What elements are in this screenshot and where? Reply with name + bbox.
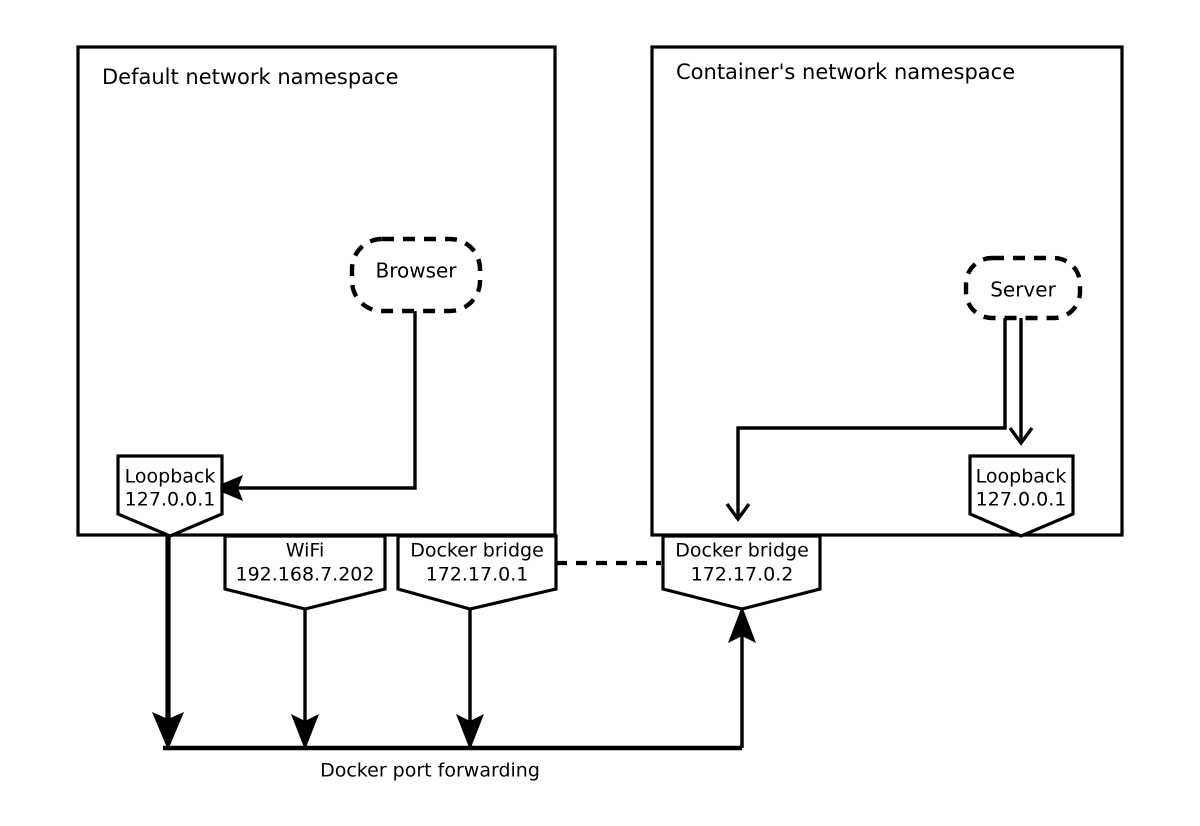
loopback-container-address: 127.0.0.1 (976, 489, 1067, 511)
docker-bridge-host-label: Docker bridge (410, 540, 544, 562)
node-docker-bridge-container[interactable]: Docker bridge 172.17.0.2 (661, 534, 822, 611)
connection-server-to-docker-bridge (725, 316, 1007, 522)
container-namespace-title: Container's network namespace (676, 60, 1015, 84)
docker-bridge-container-shape (661, 534, 822, 611)
server-label: Server (990, 278, 1056, 302)
arrowhead-down (456, 714, 484, 750)
loopback-host-label: Loopback (125, 466, 216, 488)
connection-loopback-to-bus (152, 535, 184, 750)
node-docker-bridge-host[interactable]: Docker bridge 172.17.0.1 (396, 534, 558, 611)
connection-bus-to-docker-bridge-container (728, 606, 756, 748)
loopback-container-shape (968, 454, 1075, 538)
docker-bridge-host-address: 172.17.0.1 (426, 564, 529, 586)
connection-server-to-loopback (1008, 316, 1034, 446)
node-browser[interactable]: Browser (349, 236, 483, 314)
arrowhead-up (728, 606, 756, 643)
browser-label: Browser (375, 259, 457, 283)
docker-port-forwarding-label: Docker port forwarding (320, 760, 540, 782)
docker-bridge-container-address: 172.17.0.2 (691, 564, 794, 586)
arrowhead-down (1008, 426, 1034, 446)
wifi-label: WiFi (286, 540, 324, 562)
browser-shape (349, 236, 483, 314)
loopback-container-label: Loopback (976, 466, 1067, 488)
arrowhead-down (725, 502, 751, 522)
wifi-address: 192.168.7.202 (235, 564, 374, 586)
loopback-host-address: 127.0.0.1 (125, 489, 216, 511)
loopback-host-shape (116, 454, 224, 538)
docker-bridge-container-label: Docker bridge (675, 540, 809, 562)
arrowhead-down (291, 714, 319, 750)
arrowhead-left (212, 475, 243, 501)
connection-docker-bridge-host-to-bus (456, 608, 484, 750)
node-wifi[interactable]: WiFi 192.168.7.202 (223, 534, 387, 611)
connection-wifi-to-bus (291, 608, 319, 750)
arrowhead-down (152, 712, 184, 750)
node-loopback-container[interactable]: Loopback 127.0.0.1 (968, 454, 1075, 538)
wifi-shape (223, 534, 387, 611)
node-server[interactable]: Server (963, 255, 1083, 321)
docker-bridge-host-shape (396, 534, 558, 611)
node-loopback-host[interactable]: Loopback 127.0.0.1 (116, 454, 224, 538)
connection-browser-to-loopback (212, 310, 417, 501)
default-namespace-title: Default network namespace (102, 65, 399, 89)
server-shape (963, 255, 1083, 321)
